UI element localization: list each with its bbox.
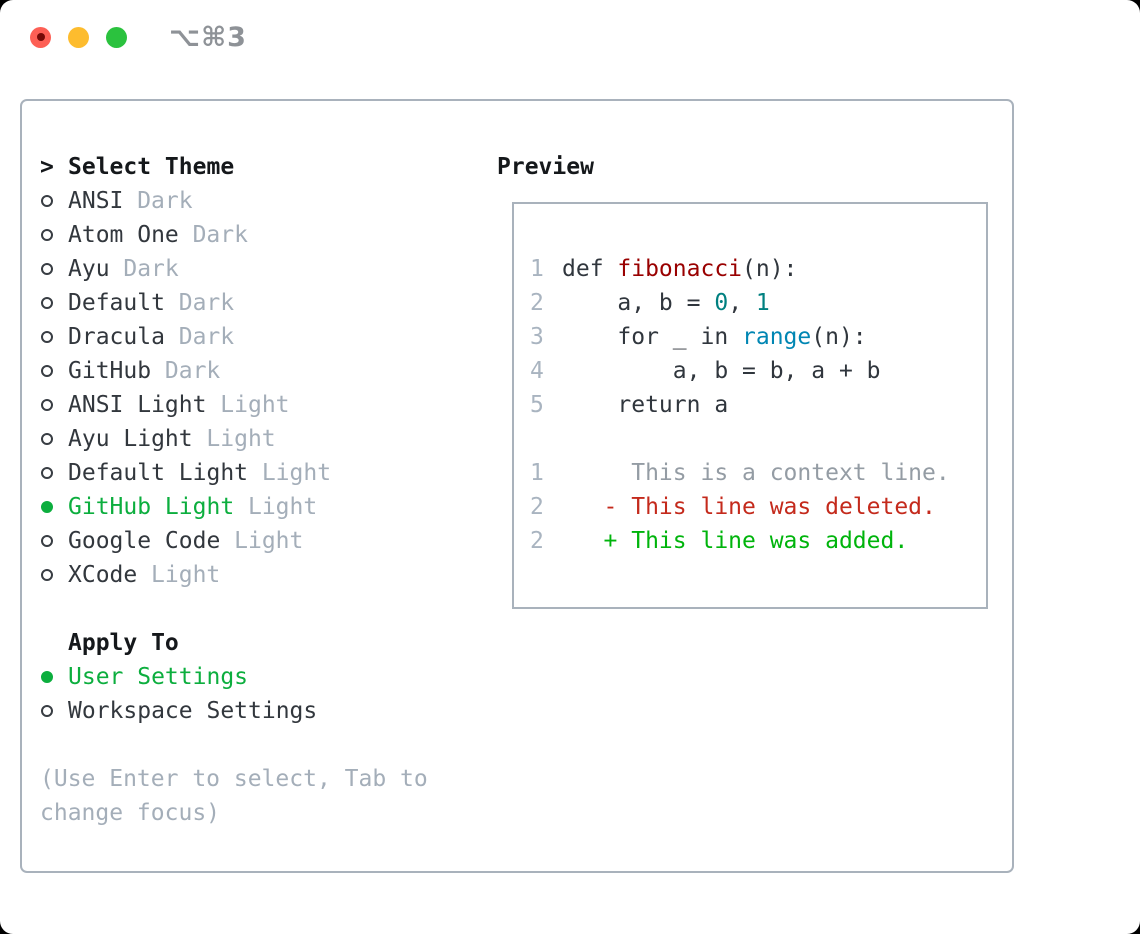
apply-to-header: Apply To — [40, 626, 480, 660]
diff-line-deleted: 2 - This line was deleted. — [530, 494, 936, 520]
line-number: 2 — [530, 494, 544, 520]
theme-option-ansi-light[interactable]: ANSI Light Light — [40, 388, 480, 422]
option-label: Atom One — [68, 222, 179, 248]
preview-header: Preview — [497, 154, 594, 180]
code-line: 3 for _ in range(n): — [530, 324, 867, 350]
titlebar: ⌥⌘3 — [0, 0, 1140, 74]
diff-line-context: 1 This is a context line. — [530, 460, 950, 486]
spacer — [40, 592, 480, 626]
radio-icon — [40, 365, 68, 377]
theme-option-atom-one[interactable]: Atom One Dark — [40, 218, 480, 252]
radio-icon — [40, 297, 68, 309]
radio-icon — [40, 399, 68, 411]
option-variant-tag: Light — [151, 562, 221, 588]
apply-to-label: Apply To — [68, 630, 179, 656]
option-variant-tag: Dark — [137, 188, 193, 214]
radio-icon — [40, 467, 68, 479]
option-label: Dracula — [68, 324, 165, 350]
option-variant-tag: Dark — [123, 256, 179, 282]
code-line: 4 a, b = b, a + b — [530, 358, 881, 384]
option-label: User Settings — [68, 664, 249, 690]
radio-icon — [40, 331, 68, 343]
theme-option-default-light[interactable]: Default Light Light — [40, 456, 480, 490]
option-label: GitHub — [68, 358, 152, 384]
apply-option-workspace-settings[interactable]: Workspace Settings — [40, 694, 480, 728]
diff-preview: 1 This is a context line. 2 - This line w… — [530, 456, 986, 558]
spacer — [530, 422, 986, 456]
option-variant-tag: Light — [247, 494, 318, 520]
radio-icon — [40, 569, 68, 581]
option-variant-tag: Dark — [192, 222, 248, 248]
theme-option-ayu[interactable]: Ayu Dark — [40, 252, 480, 286]
radio-icon — [40, 263, 68, 275]
line-number: 2 — [530, 290, 544, 316]
theme-option-github-light[interactable]: GitHub Light Light — [40, 490, 480, 524]
diff-line-added: 2 + This line was added. — [530, 528, 909, 554]
radio-icon — [40, 501, 68, 513]
line-number: 1 — [530, 460, 544, 486]
option-label: Google Code — [68, 528, 221, 554]
option-label: Ayu — [68, 256, 110, 282]
line-number: 2 — [530, 528, 544, 554]
option-label: Default — [68, 290, 165, 316]
code-line: 2 a, b = 0, 1 — [530, 290, 770, 316]
radio-icon — [40, 195, 68, 207]
select-theme-label: Select Theme — [68, 154, 235, 180]
option-variant-tag: Dark — [178, 324, 235, 350]
theme-option-dracula[interactable]: Dracula Dark — [40, 320, 480, 354]
option-variant-tag: Light — [261, 460, 332, 486]
theme-option-github[interactable]: GitHub Dark — [40, 354, 480, 388]
option-label: GitHub Light — [68, 494, 235, 520]
theme-option-ansi[interactable]: ANSI Dark — [40, 184, 480, 218]
minimize-button[interactable] — [68, 26, 89, 48]
option-variant-tag: Dark — [178, 290, 235, 316]
spacer — [40, 728, 480, 762]
radio-icon — [40, 705, 68, 717]
option-variant-tag: Light — [234, 528, 304, 554]
code-line: 5 return a — [530, 392, 729, 418]
option-label: Workspace Settings — [68, 698, 318, 724]
theme-option-default[interactable]: Default Dark — [40, 286, 480, 320]
option-label: XCode — [68, 562, 138, 588]
theme-option-xcode[interactable]: XCode Light — [40, 558, 480, 592]
option-label: Ayu Light — [68, 426, 193, 452]
option-variant-tag: Light — [206, 426, 276, 452]
radio-icon — [40, 535, 68, 547]
close-dot-icon — [36, 33, 45, 41]
line-number: 3 — [530, 324, 544, 350]
cursor-caret-icon: > — [40, 154, 54, 180]
radio-icon — [40, 671, 68, 683]
window-title: ⌥⌘3 — [169, 21, 247, 53]
option-label: ANSI — [68, 188, 124, 214]
option-variant-tag: Light — [220, 392, 290, 418]
radio-icon — [40, 433, 68, 445]
line-number: 4 — [530, 358, 544, 384]
hint-line-1: (Use Enter to select, Tab to — [40, 766, 428, 792]
option-variant-tag: Dark — [164, 358, 221, 384]
select-theme-header: > Select Theme — [40, 150, 480, 184]
hint-text: (Use Enter to select, Tab to change focu… — [40, 762, 480, 830]
radio-icon — [40, 229, 68, 241]
line-number: 5 — [530, 392, 544, 418]
line-number: 1 — [530, 256, 544, 282]
theme-option-google-code[interactable]: Google Code Light — [40, 524, 480, 558]
hint-line-2: change focus) — [40, 800, 221, 826]
apply-option-user-settings[interactable]: User Settings — [40, 660, 480, 694]
option-label: ANSI Light — [68, 392, 207, 418]
close-button[interactable] — [30, 26, 51, 48]
traffic-lights — [30, 26, 127, 48]
option-label: Default Light — [68, 460, 249, 486]
maximize-button[interactable] — [106, 26, 127, 48]
theme-option-ayu-light[interactable]: Ayu Light Light — [40, 422, 480, 456]
